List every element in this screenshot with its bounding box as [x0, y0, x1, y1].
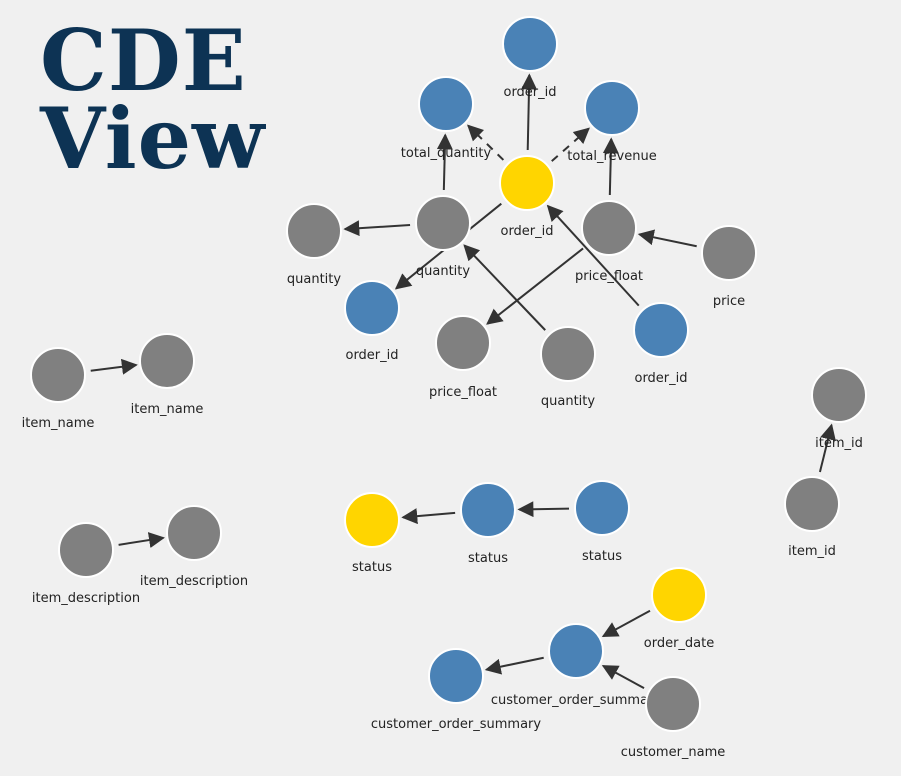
node-circle[interactable]: [428, 648, 484, 704]
node-quantity[interactable]: quantity: [540, 326, 596, 409]
node-circle[interactable]: [418, 76, 474, 132]
node-label: item_name: [22, 416, 95, 431]
title-line-1: CDE: [40, 11, 247, 110]
title-line-2: View: [40, 89, 266, 188]
node-customer-order-summary[interactable]: customer_order_summary: [491, 623, 662, 708]
node-circle[interactable]: [139, 333, 195, 389]
node-circle[interactable]: [344, 492, 400, 548]
node-status[interactable]: status: [344, 492, 400, 575]
edge-n16-to-n15: [818, 423, 836, 473]
node-label: customer_order_summary: [371, 717, 542, 732]
node-label: quantity: [541, 394, 596, 409]
node-label: item_description: [140, 574, 248, 589]
node-circle[interactable]: [415, 195, 471, 251]
node-circle[interactable]: [502, 16, 558, 72]
node-order-id[interactable]: order_id: [499, 155, 555, 239]
node-circle[interactable]: [784, 476, 840, 532]
node-label: status: [468, 551, 508, 566]
node-circle[interactable]: [499, 155, 555, 211]
node-label: order_id: [500, 224, 553, 239]
edge-n12-to-n4: [546, 204, 640, 307]
edge-n4-to-n1: [521, 73, 538, 151]
node-circle[interactable]: [30, 347, 86, 403]
node-circle[interactable]: [540, 326, 596, 382]
node-circle[interactable]: [460, 482, 516, 538]
node-label: price: [713, 294, 745, 309]
node-label: quantity: [287, 272, 342, 287]
edge-n7-to-n10: [486, 247, 584, 325]
node-label: item_description: [32, 591, 140, 606]
node-item-id[interactable]: item_id: [784, 476, 840, 559]
node-label: status: [352, 560, 392, 575]
node-label: total_quantity: [401, 146, 492, 161]
node-price[interactable]: price: [701, 225, 757, 309]
node-circle[interactable]: [645, 676, 701, 732]
node-circle[interactable]: [548, 623, 604, 679]
node-order-id[interactable]: order_id: [633, 302, 689, 386]
node-circle[interactable]: [811, 367, 867, 423]
node-circle[interactable]: [344, 280, 400, 336]
node-circle[interactable]: [701, 225, 757, 281]
node-quantity[interactable]: quantity: [286, 203, 342, 287]
node-circle[interactable]: [286, 203, 342, 259]
node-label: price_float: [429, 385, 497, 400]
node-quantity[interactable]: quantity: [415, 195, 471, 279]
node-label: quantity: [416, 264, 471, 279]
edge-n20-to-n19: [401, 508, 456, 525]
node-circle[interactable]: [166, 505, 222, 561]
node-price-float[interactable]: price_float: [429, 315, 497, 400]
node-order-date[interactable]: order_date: [644, 567, 714, 651]
page-title: CDE View: [40, 11, 266, 188]
edge-n6-to-n5: [343, 220, 411, 237]
node-item-name[interactable]: item_name: [131, 333, 204, 417]
node-label: customer_order_summary: [491, 693, 662, 708]
edge-n11-to-n6: [463, 244, 546, 331]
edge-n17-to-n18: [118, 532, 165, 548]
edge-n7-to-n3: [602, 137, 619, 196]
edge-n22-to-n23: [601, 609, 651, 638]
edge-n6-to-n2: [436, 133, 453, 191]
node-label: order_date: [644, 636, 714, 651]
edge-n13-to-n14: [90, 358, 138, 375]
node-circle[interactable]: [574, 480, 630, 536]
node-label: price_float: [575, 269, 643, 284]
node-label: total_revenue: [567, 149, 656, 164]
node-item-description[interactable]: item_description: [32, 522, 140, 606]
node-label: order_id: [634, 371, 687, 386]
node-item-id[interactable]: item_id: [811, 367, 867, 451]
node-item-name[interactable]: item_name: [22, 347, 95, 431]
node-total-quantity[interactable]: total_quantity: [401, 76, 492, 161]
node-order-id[interactable]: order_id: [344, 280, 400, 363]
node-customer-name[interactable]: customer_name: [621, 676, 726, 760]
node-item-description[interactable]: item_description: [140, 505, 248, 589]
node-label: item_id: [815, 436, 863, 451]
node-label: item_name: [131, 402, 204, 417]
node-total-revenue[interactable]: total_revenue: [567, 80, 657, 164]
edge-n25-to-n23: [601, 664, 645, 690]
node-status[interactable]: status: [460, 482, 516, 566]
node-circle[interactable]: [581, 200, 637, 256]
node-customer-order-summary[interactable]: customer_order_summary: [371, 648, 542, 732]
node-label: item_id: [788, 544, 836, 559]
edge-n21-to-n20: [517, 501, 570, 518]
node-label: customer_name: [621, 745, 726, 760]
node-label: order_id: [503, 85, 556, 100]
node-circle[interactable]: [58, 522, 114, 578]
node-status[interactable]: status: [574, 480, 630, 564]
node-circle[interactable]: [584, 80, 640, 136]
edge-n8-to-n7: [637, 229, 697, 248]
edge-n23-to-n24: [484, 656, 544, 675]
node-order-id[interactable]: order_id: [502, 16, 558, 100]
node-circle[interactable]: [435, 315, 491, 371]
node-label: status: [582, 549, 622, 564]
node-circle[interactable]: [633, 302, 689, 358]
node-circle[interactable]: [651, 567, 707, 623]
node-price-float[interactable]: price_float: [575, 200, 643, 284]
node-label: order_id: [345, 348, 398, 363]
edges-layer: [90, 73, 836, 690]
